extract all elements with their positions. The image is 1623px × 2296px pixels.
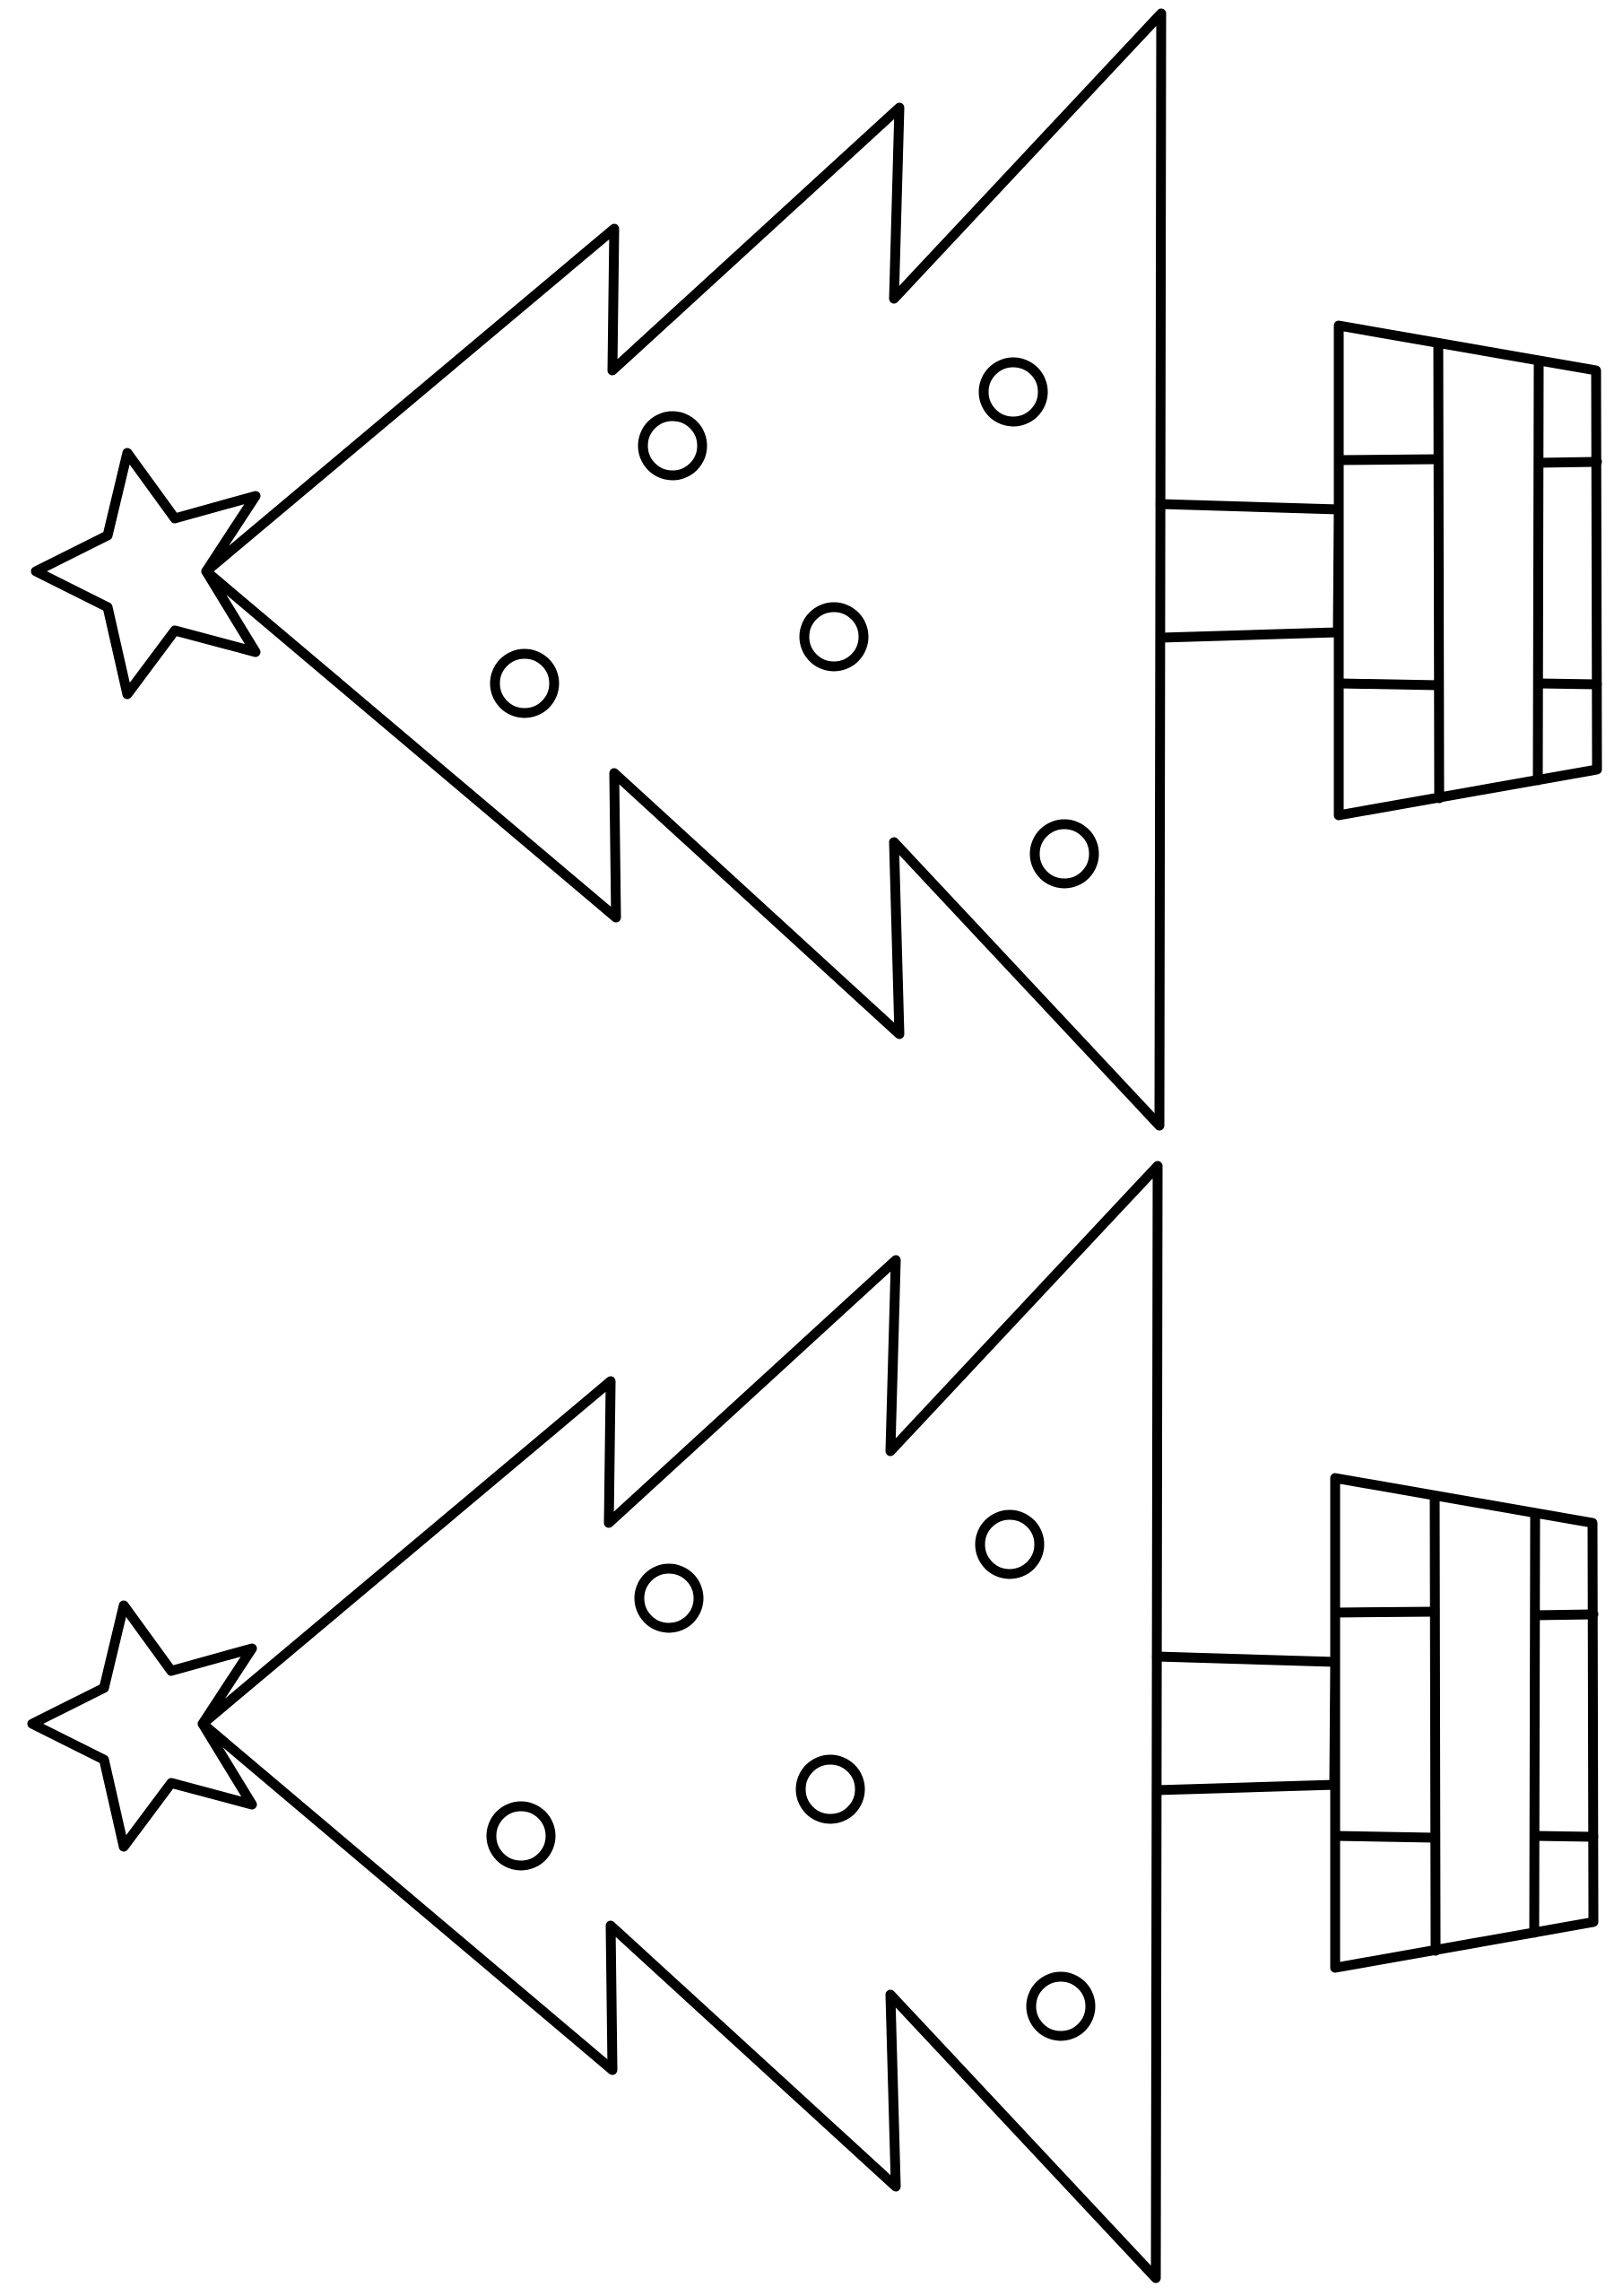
- page-background: [0, 0, 1623, 2296]
- coloring-page: [0, 0, 1623, 2296]
